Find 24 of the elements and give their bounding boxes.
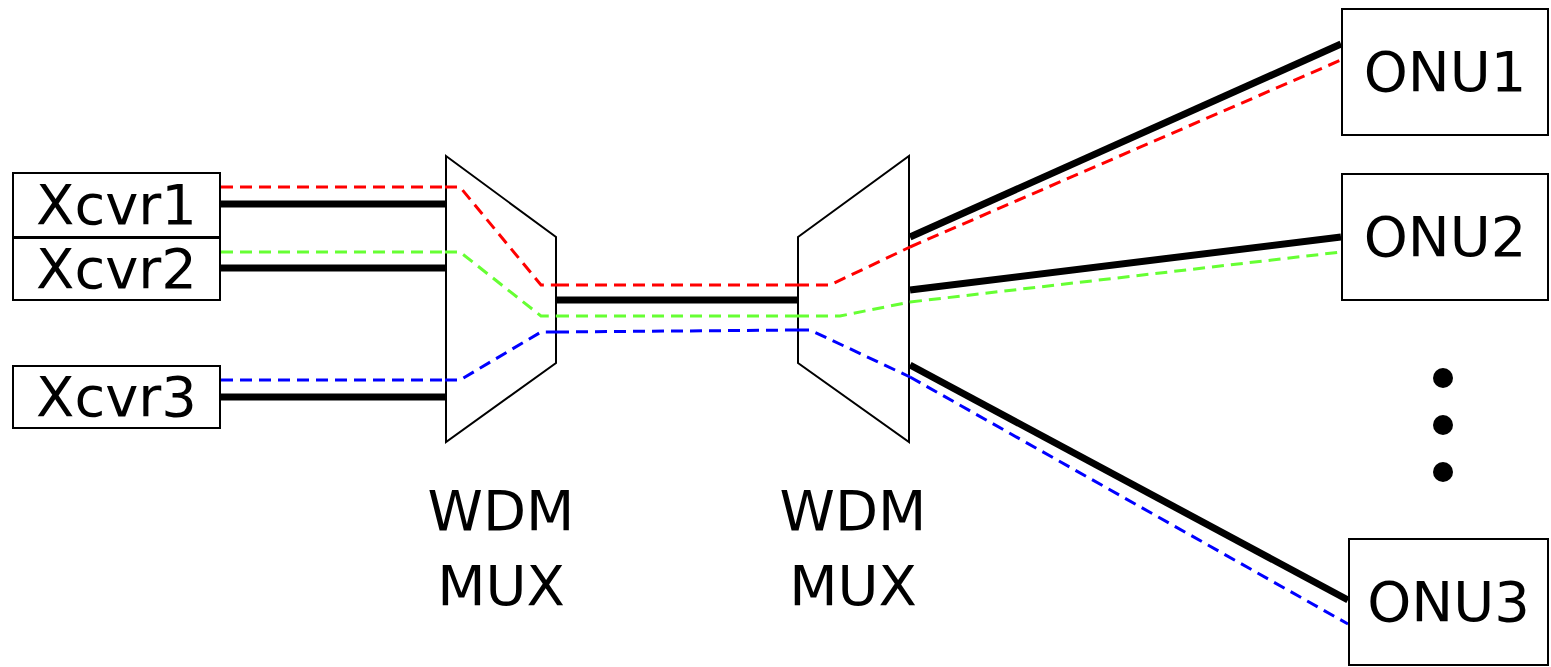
- device-box: [1341, 8, 1549, 136]
- wavelength-path: [557, 314, 797, 318]
- wavelength-path: [221, 185, 445, 189]
- wavelength-path: [557, 283, 797, 287]
- device-label: ONU3: [1367, 574, 1530, 630]
- device-box: [12, 365, 221, 429]
- fiber-line: [221, 264, 445, 272]
- device-box: [1341, 173, 1549, 301]
- device-label: Xcvr1: [36, 177, 197, 233]
- wavelength-path: [221, 250, 445, 254]
- wavelength-path: [557, 328, 797, 334]
- device-box: [1348, 538, 1549, 666]
- device-label: ONU1: [1363, 44, 1527, 100]
- mux-label: WDM MUX: [426, 477, 576, 620]
- wavelength-path: [221, 378, 445, 382]
- device-label: Xcvr2: [36, 241, 197, 297]
- fiber-line: [909, 233, 1342, 294]
- fiber-line: [221, 200, 445, 208]
- fiber-line: [221, 393, 445, 401]
- device-box: [12, 237, 221, 301]
- device-label: Xcvr3: [36, 369, 197, 425]
- mux-label: WDM MUX: [778, 477, 928, 620]
- device-box: [12, 172, 221, 238]
- device-label: ONU2: [1363, 209, 1527, 265]
